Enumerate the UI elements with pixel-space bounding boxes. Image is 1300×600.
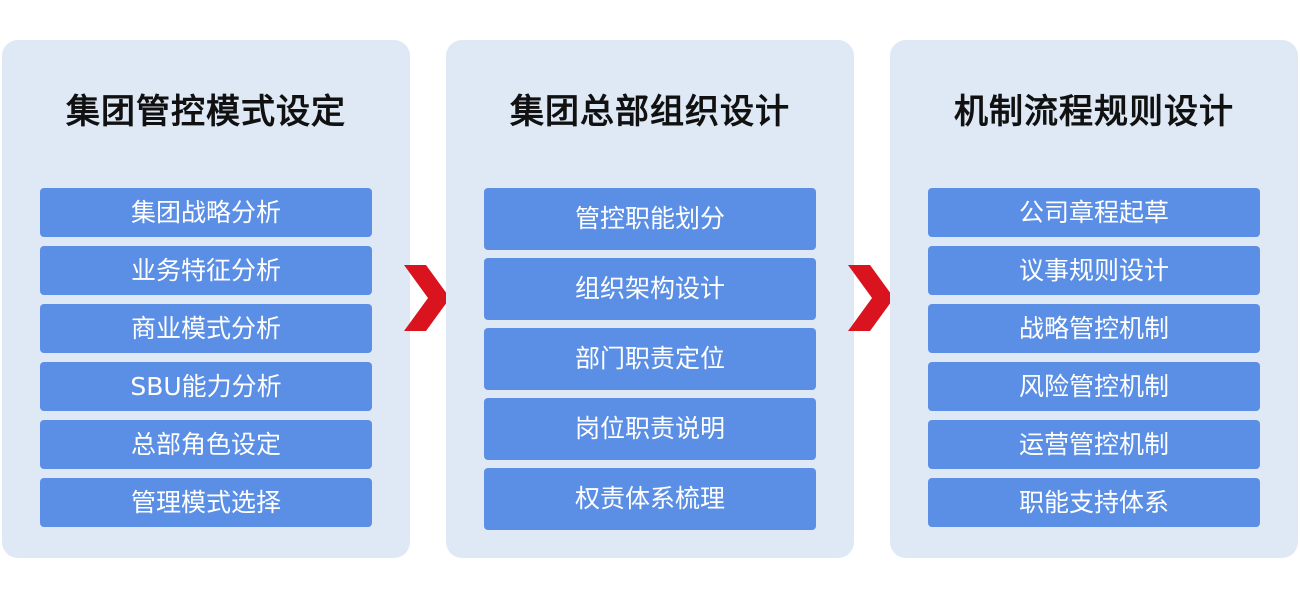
list-item: 风险管控机制 <box>928 362 1260 411</box>
list-item: 管控职能划分 <box>484 188 816 250</box>
panel-title: 集团总部组织设计 <box>510 92 790 132</box>
list-item: 职能支持体系 <box>928 478 1260 527</box>
list-item: 岗位职责说明 <box>484 398 816 460</box>
list-item: 战略管控机制 <box>928 304 1260 353</box>
list-item: 部门职责定位 <box>484 328 816 390</box>
list-item: 议事规则设计 <box>928 246 1260 295</box>
list-item: 业务特征分析 <box>40 246 372 295</box>
chevron-right-icon <box>404 265 450 331</box>
item-list: 公司章程起草 议事规则设计 战略管控机制 风险管控机制 运营管控机制 职能支持体… <box>928 188 1260 527</box>
list-item: 组织架构设计 <box>484 258 816 320</box>
chevron-right-icon <box>848 265 894 331</box>
list-item: 总部角色设定 <box>40 420 372 469</box>
list-item: 公司章程起草 <box>928 188 1260 237</box>
panel-mechanism-process: 机制流程规则设计 公司章程起草 议事规则设计 战略管控机制 风险管控机制 运营管… <box>890 40 1298 558</box>
panel-title: 机制流程规则设计 <box>954 92 1234 132</box>
panel-title: 集团管控模式设定 <box>66 92 346 132</box>
list-item: 运营管控机制 <box>928 420 1260 469</box>
list-item: 权责体系梳理 <box>484 468 816 530</box>
list-item: 商业模式分析 <box>40 304 372 353</box>
list-item: SBU能力分析 <box>40 362 372 411</box>
panel-hq-organization: 集团总部组织设计 管控职能划分 组织架构设计 部门职责定位 岗位职责说明 权责体… <box>446 40 854 558</box>
panel-group-control-mode: 集团管控模式设定 集团战略分析 业务特征分析 商业模式分析 SBU能力分析 总部… <box>2 40 410 558</box>
list-item: 集团战略分析 <box>40 188 372 237</box>
item-list: 集团战略分析 业务特征分析 商业模式分析 SBU能力分析 总部角色设定 管理模式… <box>40 188 372 527</box>
item-list: 管控职能划分 组织架构设计 部门职责定位 岗位职责说明 权责体系梳理 <box>484 188 816 530</box>
list-item: 管理模式选择 <box>40 478 372 527</box>
